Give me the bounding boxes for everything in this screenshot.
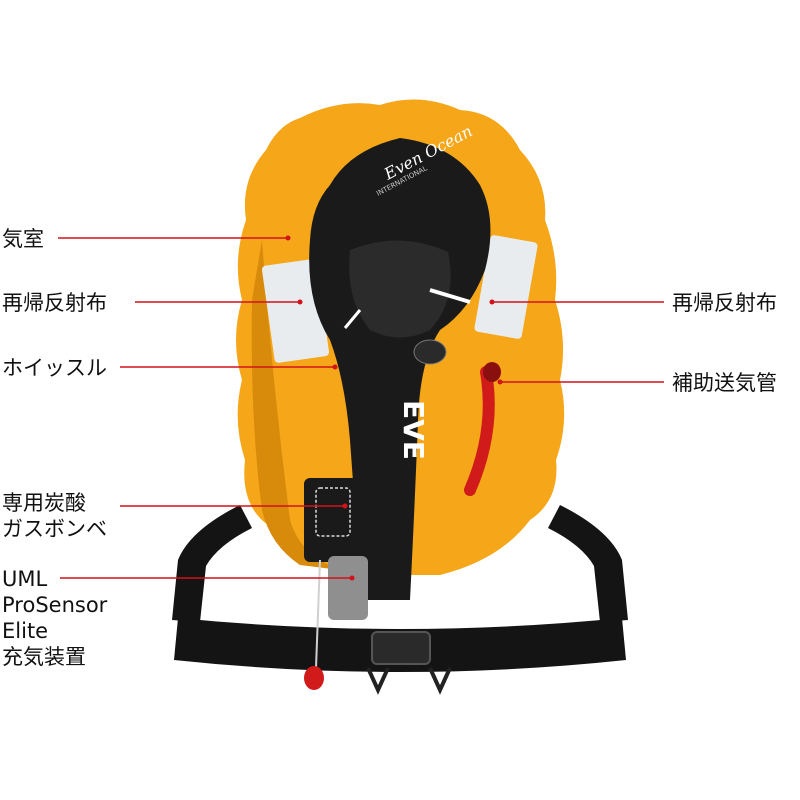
label-oral-tube: 補助送気管 <box>672 371 777 395</box>
label-chamber: 気室 <box>2 227 44 251</box>
leader-reflective-l-dot <box>297 299 303 305</box>
label-reflective-left: 再帰反射布 <box>2 291 107 315</box>
leader-reflective-r-dot <box>489 299 495 305</box>
d-ring-right <box>428 667 452 695</box>
inflator-unit <box>328 556 368 620</box>
leader-gas-cylinder-dot <box>342 503 348 509</box>
reflective-patch-right <box>474 235 538 339</box>
brand-mark: EVE <box>397 400 430 460</box>
leader-lines <box>58 235 664 581</box>
oral-tube-cap <box>483 362 501 382</box>
cylinder-pouch <box>304 478 362 562</box>
leader-oral-tube-dot <box>497 379 503 385</box>
label-inflator: UML ProSensor Elite 充気装置 <box>2 567 108 669</box>
bladder-shade <box>251 240 340 570</box>
leader-inflator-dot <box>349 575 355 581</box>
label-reflective-right: 再帰反射布 <box>672 291 777 315</box>
d-ring-left <box>366 667 390 695</box>
pull-handle <box>304 666 324 690</box>
collar-piping-left <box>343 309 362 329</box>
side-strap-right <box>548 505 628 622</box>
collar-inner <box>349 240 451 338</box>
oral-tube <box>464 366 495 496</box>
collar-piping-right <box>429 288 471 304</box>
collar-badge <box>413 339 447 365</box>
side-strap-left <box>172 505 252 622</box>
leader-chamber-dot <box>285 235 291 241</box>
label-whistle: ホイッスル <box>2 356 107 380</box>
buckle <box>371 631 431 665</box>
cylinder-window <box>315 487 351 537</box>
leader-whistle-dot <box>332 364 338 370</box>
label-gas-cylinder: 専用炭酸 ガスボンベ <box>2 491 107 541</box>
